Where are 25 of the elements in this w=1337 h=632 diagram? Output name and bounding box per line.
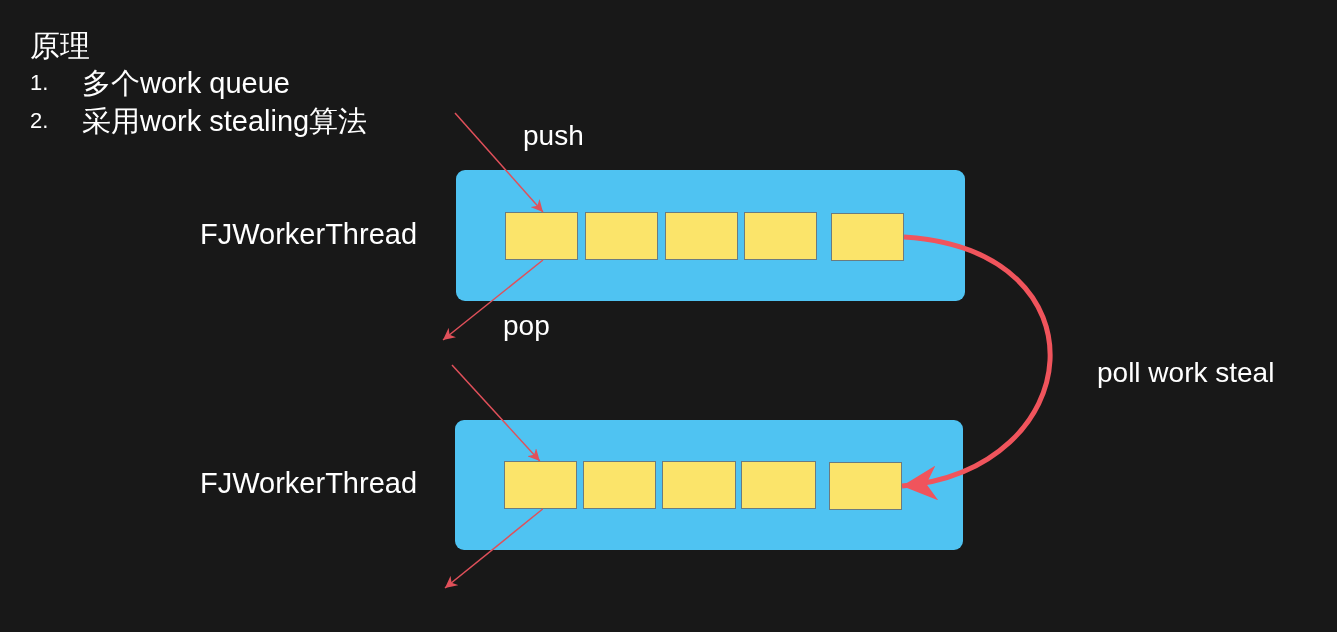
task-cell bbox=[829, 462, 902, 510]
edge-label: pop bbox=[503, 310, 550, 342]
task-cell bbox=[741, 461, 816, 509]
thread-label: FJWorkerThread bbox=[200, 467, 418, 500]
edge-label: push bbox=[523, 120, 584, 152]
task-cell bbox=[744, 212, 817, 260]
list-text: 2. bbox=[30, 108, 49, 134]
task-cell bbox=[665, 212, 738, 260]
edge-label: poll work steal bbox=[1097, 357, 1275, 389]
list-text: 1. bbox=[30, 70, 49, 96]
list-text: 采用work stealing算法 bbox=[82, 104, 368, 139]
thread-label: FJWorkerThread bbox=[200, 217, 418, 251]
arrow bbox=[454, 112, 544, 213]
heading: 原理 bbox=[30, 28, 90, 64]
task-cell bbox=[831, 213, 904, 261]
arrow bbox=[901, 234, 1053, 497]
arrow bbox=[451, 364, 541, 462]
task-cell bbox=[583, 461, 656, 509]
arrow bbox=[442, 259, 544, 341]
task-cell bbox=[585, 212, 658, 260]
list-text: 多个work queue bbox=[82, 66, 290, 101]
task-cell bbox=[662, 461, 736, 509]
arrow bbox=[444, 508, 544, 589]
task-cell bbox=[505, 212, 578, 260]
task-cell bbox=[504, 461, 577, 509]
